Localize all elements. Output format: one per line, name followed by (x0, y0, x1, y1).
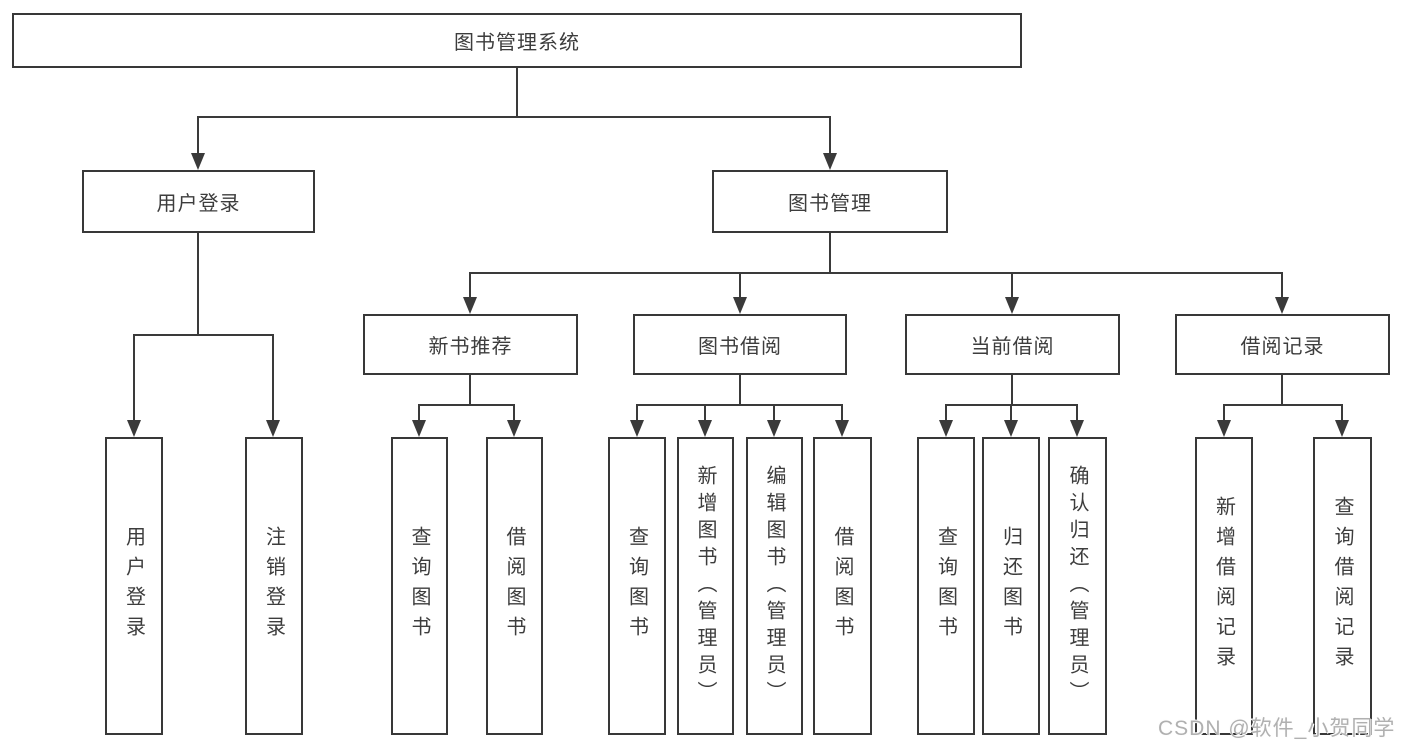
connector-line (1223, 404, 1225, 420)
arrow-down-icon (767, 420, 781, 437)
arrow-down-icon (127, 420, 141, 437)
node-current-borrow-label: 当前借阅 (970, 336, 1055, 358)
node-new-book-recommend-label: 新书推荐 (428, 336, 513, 358)
connector-line (841, 404, 843, 420)
node-book-management: 图书管理 (712, 170, 948, 233)
connector-line (636, 404, 843, 406)
node-leaf-edit-books-admin: 编辑图书（管理员） (746, 437, 803, 735)
connector-line (1281, 272, 1283, 297)
connector-line (829, 233, 831, 274)
leaf-label: 新增借阅记录 (1212, 496, 1235, 676)
connector-line (773, 404, 775, 420)
node-leaf-borrow-books-recommend: 借阅图书 (486, 437, 543, 735)
connector-line (739, 272, 741, 297)
connector-line (418, 404, 515, 406)
leaf-label: 注销登录 (262, 526, 285, 646)
connector-line (829, 116, 831, 153)
leaf-label: 编辑图书（管理员） (763, 464, 785, 708)
leaf-label: 查询图书 (408, 526, 430, 646)
csdn-watermark: CSDN @软件_小贺同学 (1158, 717, 1396, 740)
node-root-label: 图书管理系统 (454, 32, 580, 54)
arrow-down-icon (698, 420, 712, 437)
node-leaf-confirm-return-admin: 确认归还（管理员） (1048, 437, 1107, 735)
connector-line (1341, 404, 1343, 420)
leaf-label: 借阅图书 (831, 526, 853, 646)
connector-line (516, 68, 518, 117)
leaf-label: 归还图书 (999, 526, 1022, 646)
arrow-down-icon (1005, 297, 1019, 314)
connector-line (704, 404, 706, 420)
leaf-label: 确认归还（管理员） (1066, 464, 1088, 708)
connector-line (636, 404, 638, 420)
node-user-login-label: 用户登录 (156, 193, 241, 215)
node-borrow-records-label: 借阅记录 (1240, 336, 1325, 358)
node-current-borrow: 当前借阅 (905, 314, 1120, 375)
arrow-down-icon (507, 420, 521, 437)
node-user-login: 用户登录 (82, 170, 315, 233)
connector-line (418, 404, 420, 420)
leaf-label: 借阅图书 (503, 526, 525, 646)
node-leaf-return-books: 归还图书 (982, 437, 1040, 735)
arrow-down-icon (733, 297, 747, 314)
arrow-down-icon (463, 297, 477, 314)
connector-line (1011, 272, 1013, 297)
arrow-down-icon (630, 420, 644, 437)
connector-line (945, 404, 947, 420)
arrow-down-icon (191, 153, 205, 170)
connector-line (272, 334, 274, 420)
arrow-down-icon (835, 420, 849, 437)
connector-line (1076, 404, 1078, 420)
connector-line (133, 334, 135, 420)
arrow-down-icon (266, 420, 280, 437)
connector-line (1281, 375, 1283, 406)
connector-line (469, 272, 1283, 274)
connector-line (1010, 404, 1012, 420)
connector-line (197, 233, 199, 336)
connector-line (133, 334, 274, 336)
connector-line (1223, 404, 1343, 406)
arrow-down-icon (1217, 420, 1231, 437)
connector-line (739, 375, 741, 406)
node-new-book-recommend: 新书推荐 (363, 314, 578, 375)
connector-line (469, 375, 471, 406)
connector-line (513, 404, 515, 420)
node-root: 图书管理系统 (12, 13, 1022, 68)
arrow-down-icon (412, 420, 426, 437)
node-book-borrow: 图书借阅 (633, 314, 847, 375)
leaf-label: 新增图书（管理员） (694, 464, 716, 708)
node-leaf-user-login: 用户登录 (105, 437, 163, 735)
arrow-down-icon (1275, 297, 1289, 314)
arrow-down-icon (1335, 420, 1349, 437)
leaf-label: 查询图书 (934, 526, 957, 646)
leaf-label: 用户登录 (122, 526, 145, 646)
connector-line (1011, 375, 1013, 406)
node-leaf-borrow-books: 借阅图书 (813, 437, 872, 735)
connector-line (469, 272, 471, 297)
arrow-down-icon (823, 153, 837, 170)
node-leaf-logout: 注销登录 (245, 437, 303, 735)
node-book-borrow-label: 图书借阅 (698, 336, 782, 358)
leaf-label: 查询图书 (625, 526, 648, 646)
arrow-down-icon (1004, 420, 1018, 437)
node-leaf-add-borrow-record: 新增借阅记录 (1195, 437, 1253, 735)
node-leaf-query-books: 查询图书 (608, 437, 666, 735)
node-book-management-label: 图书管理 (788, 193, 872, 215)
connector-line (197, 116, 199, 153)
arrow-down-icon (1070, 420, 1084, 437)
node-leaf-query-books-recommend: 查询图书 (391, 437, 448, 735)
node-leaf-add-books-admin: 新增图书（管理员） (677, 437, 734, 735)
node-leaf-query-borrow-record: 查询借阅记录 (1313, 437, 1372, 735)
connector-line (197, 116, 831, 118)
node-leaf-query-current: 查询图书 (917, 437, 975, 735)
node-borrow-records: 借阅记录 (1175, 314, 1390, 375)
leaf-label: 查询借阅记录 (1331, 496, 1353, 676)
arrow-down-icon (939, 420, 953, 437)
